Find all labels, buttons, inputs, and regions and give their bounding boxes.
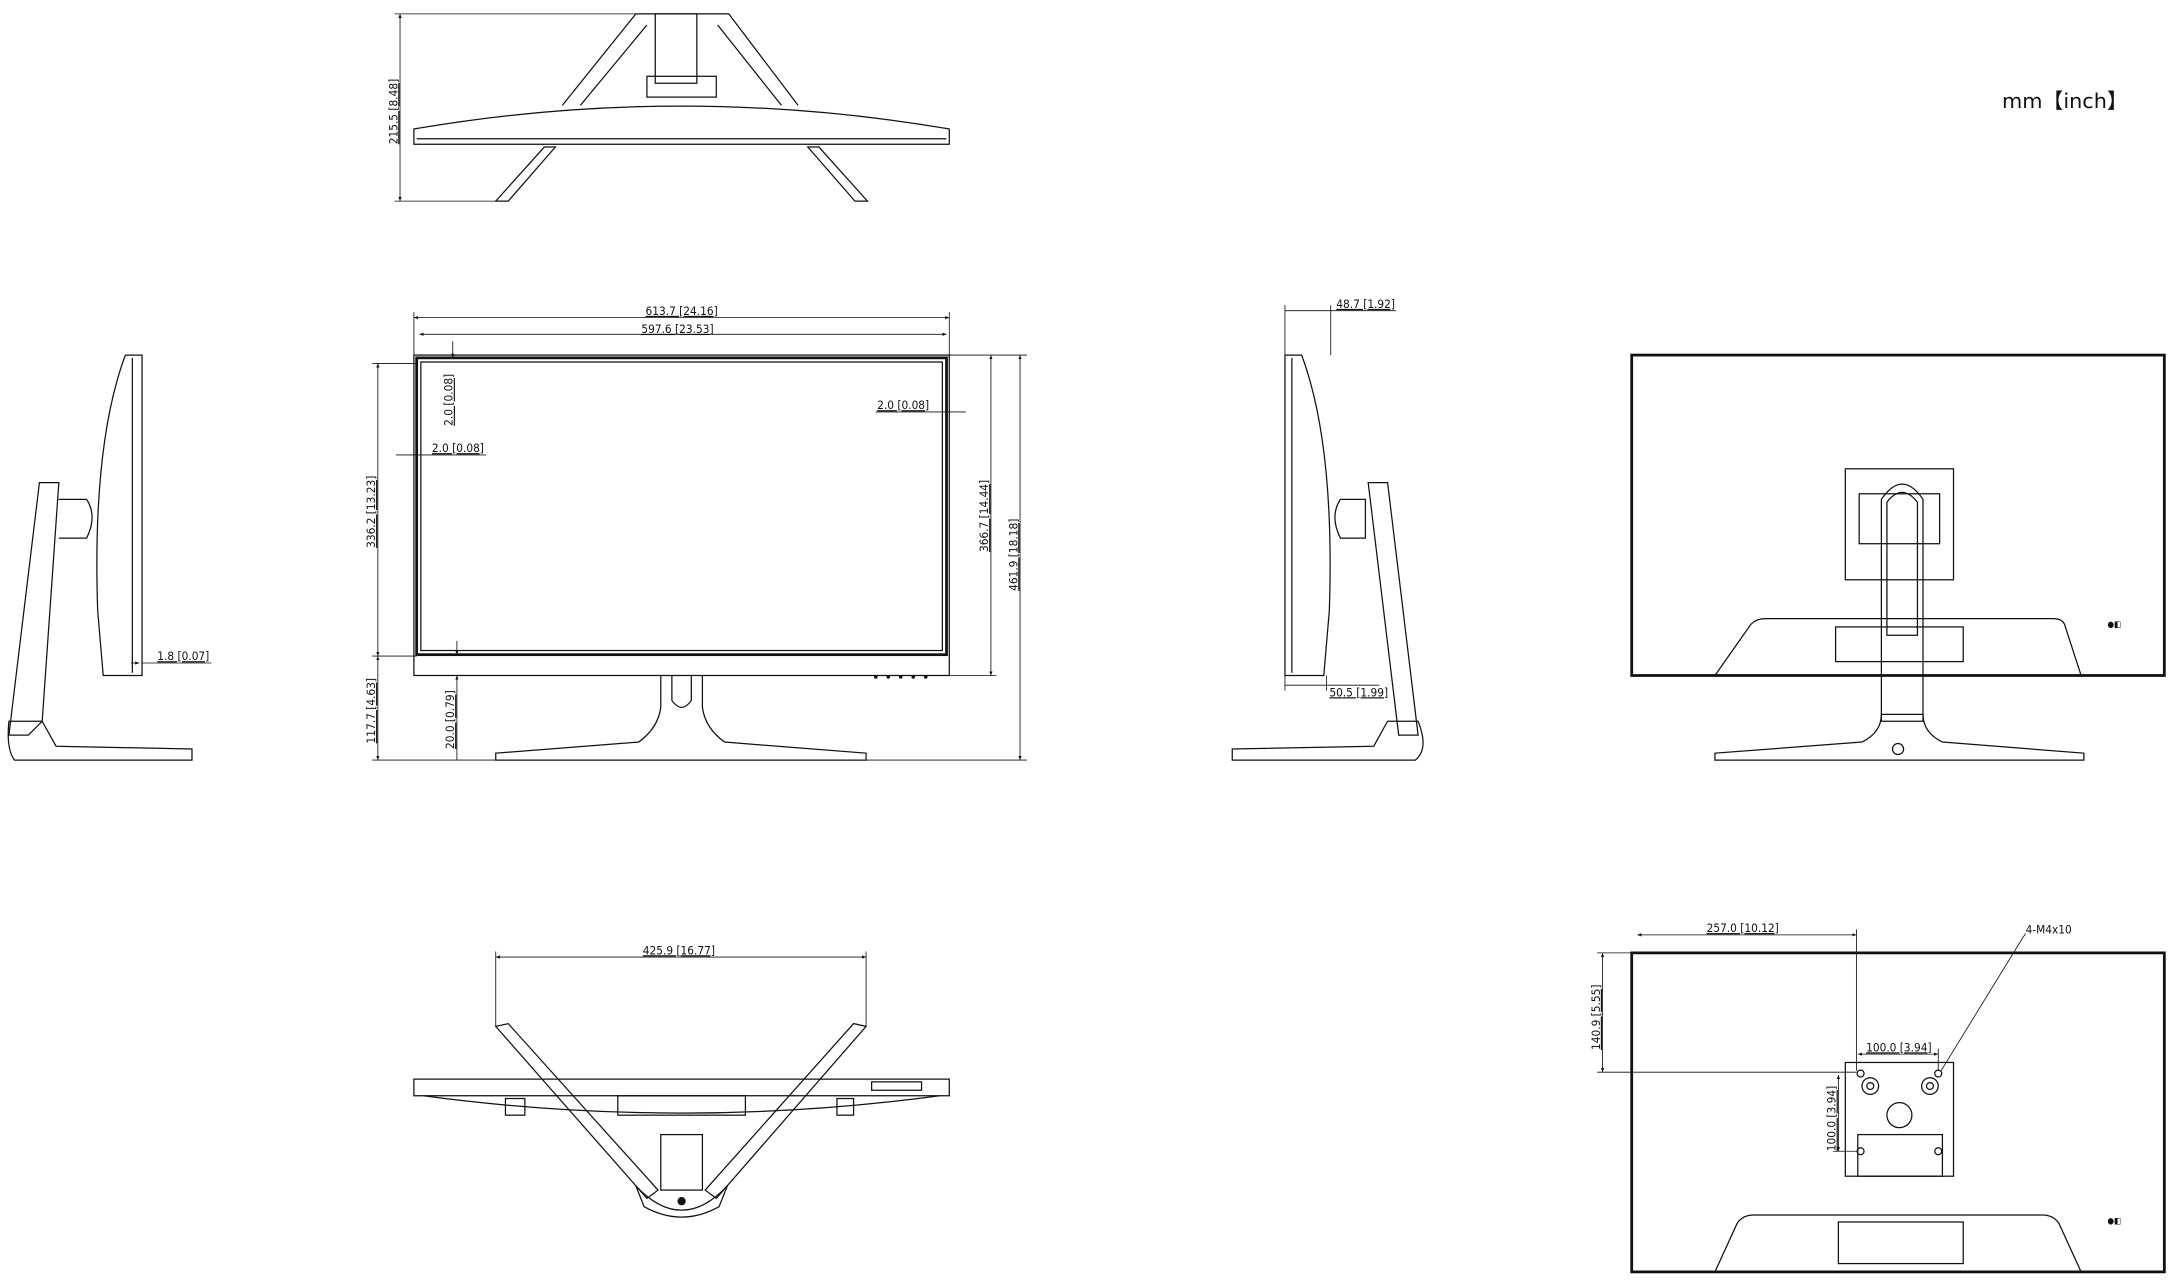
svg-text:●◧: ●◧	[2107, 1215, 2121, 1225]
front-view: 613.7 [24.16] 597.6 [23.53] 2.0 [0.08] 2…	[364, 304, 1027, 761]
bezel-right-dimension: 2.0 [0.08]	[877, 398, 929, 412]
left-side-view: 1.8 [0.07]	[7, 354, 212, 761]
vesa-hole-spacing-y-dimension: 100.0 [3.94]	[1825, 1086, 1839, 1151]
screw-spec-label: 4-M4x10	[2026, 922, 2072, 936]
bottom-thickness-dimension: 50.5 [1.99]	[1329, 685, 1388, 699]
vesa-offset-y-dimension: 140.9 [5.55]	[1589, 984, 1603, 1049]
bezel-left-dimension: 2.0 [0.08]	[432, 441, 484, 455]
bezel-thickness-dimension: 1.8 [0.07]	[157, 649, 209, 663]
active-width-dimension: 597.6 [23.53]	[641, 322, 713, 336]
bezel-top-dimension: 2.0 [0.08]	[442, 374, 456, 426]
units-label: mm【inch】	[2002, 89, 2128, 113]
rear-view: ●◧	[1630, 353, 2166, 761]
top-view: 215.5 [8.48]	[386, 13, 950, 202]
svg-text:●◧: ●◧	[2107, 619, 2121, 629]
right-side-view: 48.7 [1.92] 50.5 [1.99]	[1231, 297, 1424, 761]
overall-width-dimension: 613.7 [24.16]	[646, 304, 718, 318]
panel-height-dimension: 366.7 [14.44]	[977, 480, 991, 552]
top-thickness-dimension: 48.7 [1.92]	[1336, 297, 1395, 311]
depth-dimension: 215.5 [8.48]	[386, 79, 400, 144]
vesa-hole-spacing-x-dimension: 100.0 [3.94]	[1866, 1040, 1931, 1054]
active-height-dimension: 336.2 [13.23]	[364, 476, 378, 548]
buttons	[873, 675, 928, 679]
bottom-clearance-dimension: 20.0 [0.79]	[443, 690, 457, 749]
screen-to-base-dimension: 117.7 [4.63]	[364, 678, 378, 743]
vesa-offset-x-dimension: 257.0 [10.12]	[1707, 921, 1779, 935]
overall-height-dimension: 461.9 [18.18]	[1006, 519, 1020, 591]
vesa-rear-view: 257.0 [10.12] 140.9 [5.55] 100.0 [3.94] …	[1589, 921, 2166, 1274]
bottom-view: 425.9 [16.77]	[413, 943, 950, 1218]
stand-width-dimension: 425.9 [16.77]	[643, 943, 715, 957]
